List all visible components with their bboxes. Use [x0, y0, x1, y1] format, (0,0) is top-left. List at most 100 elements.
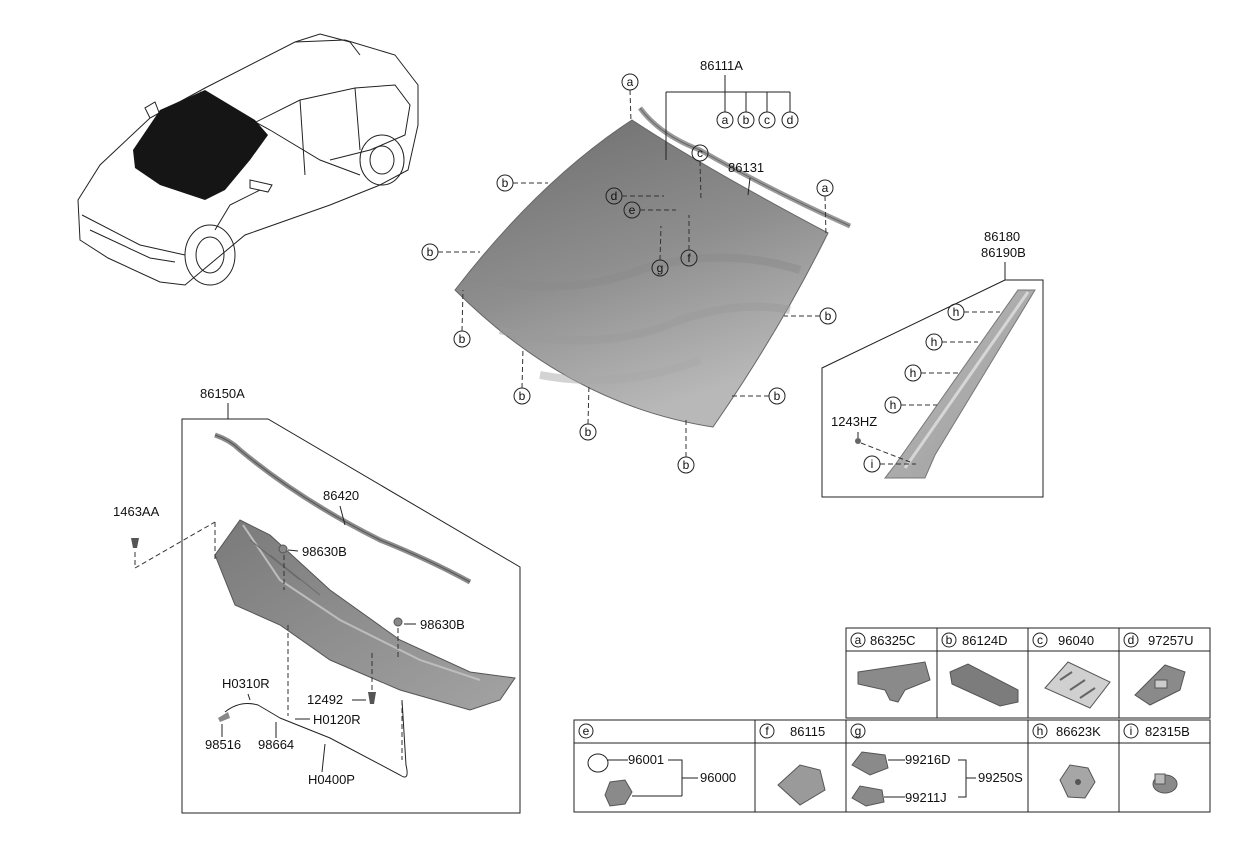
cap-icon	[393, 617, 403, 627]
cap-icon	[278, 544, 288, 554]
label-98516: 98516	[205, 737, 241, 752]
svg-text:b: b	[502, 176, 509, 190]
label-98664: 98664	[258, 737, 294, 752]
callout-h: h	[904, 364, 922, 382]
svg-text:86623K: 86623K	[1056, 724, 1101, 739]
label-86111a: 86111A	[700, 58, 743, 73]
svg-text:b: b	[585, 425, 592, 439]
svg-text:b: b	[459, 332, 466, 346]
label-1243hz: 1243HZ	[831, 414, 877, 429]
svg-text:d: d	[787, 113, 794, 127]
label-86420: 86420	[323, 488, 359, 503]
callout-b: b	[768, 387, 786, 405]
callout-c: c	[758, 111, 776, 129]
svg-text:a: a	[722, 113, 729, 127]
label-86190b: 86190B	[981, 245, 1026, 260]
label-86150a: 86150A	[200, 386, 245, 401]
callout-h: h	[947, 303, 965, 321]
svg-text:86124D: 86124D	[962, 633, 1008, 648]
part-99216d-image	[851, 751, 889, 776]
svg-text:c: c	[1037, 633, 1043, 647]
svg-text:g: g	[855, 724, 862, 738]
callout-b: b	[513, 387, 531, 405]
label-h0120r: H0120R	[313, 712, 361, 727]
svg-text:e: e	[629, 203, 636, 217]
svg-text:82315B: 82315B	[1145, 724, 1190, 739]
cowl-panel-group: 86150A 86420 1463AA 98630B 98630B 12492 …	[113, 386, 521, 814]
legend-table: a 86325C b 86124D c 96040 d 97257U e	[573, 627, 1211, 813]
legend-cell-c: c 96040	[1032, 632, 1111, 709]
svg-text:97257U: 97257U	[1148, 633, 1194, 648]
part-96000-image	[604, 779, 633, 807]
ring-icon	[587, 753, 609, 773]
part-86325c-image	[857, 661, 931, 703]
callout-b: b	[737, 111, 755, 129]
legend-cell-i: i 82315B	[1123, 723, 1190, 794]
callout-h: h	[884, 396, 902, 414]
svg-text:b: b	[519, 389, 526, 403]
legend-cell-h: h 86623K	[1032, 723, 1101, 799]
label-h0400p: H0400P	[308, 772, 355, 787]
svg-text:a: a	[822, 181, 829, 195]
legend-cell-e: e 96001 96000	[578, 723, 736, 807]
callout-a: a	[816, 179, 834, 197]
callout-b: b	[579, 423, 597, 441]
pillar-trim[interactable]	[883, 289, 1036, 479]
vehicle-illustration	[77, 33, 419, 286]
svg-text:c: c	[697, 146, 703, 160]
svg-text:f: f	[687, 251, 691, 265]
label-h0310r: H0310R	[222, 676, 270, 691]
legend-cell-b: b 86124D	[941, 632, 1019, 707]
svg-text:g: g	[657, 261, 664, 275]
legend-cell-g: g 99216D 99211J 99250S	[850, 723, 1023, 807]
callout-i: i	[863, 455, 881, 473]
screw-icon	[855, 438, 861, 444]
callout-a: a	[716, 111, 734, 129]
label-1463aa: 1463AA	[113, 504, 160, 519]
label-98630b-lower: 98630B	[420, 617, 465, 632]
svg-text:d: d	[611, 189, 618, 203]
svg-text:h: h	[1037, 724, 1044, 738]
svg-text:i: i	[1130, 724, 1133, 738]
callout-h: h	[925, 333, 943, 351]
svg-text:a: a	[627, 75, 634, 89]
svg-text:96000: 96000	[700, 770, 736, 785]
legend-cell-d: d 97257U	[1123, 632, 1194, 706]
callout-b: b	[819, 307, 837, 325]
svg-text:i: i	[871, 457, 874, 471]
callout-b: b	[677, 456, 695, 474]
svg-text:h: h	[910, 366, 917, 380]
part-99211j-image	[851, 785, 885, 807]
svg-text:a: a	[855, 633, 862, 647]
svg-text:b: b	[825, 309, 832, 323]
svg-text:96040: 96040	[1058, 633, 1094, 648]
svg-text:99250S: 99250S	[978, 770, 1023, 785]
windshield-group: 86111A a b c d 86131 a a c b d e b g f b…	[421, 58, 852, 474]
callout-d: d	[781, 111, 799, 129]
svg-text:86325C: 86325C	[870, 633, 916, 648]
svg-text:86115: 86115	[790, 724, 825, 739]
svg-text:96001: 96001	[628, 752, 664, 767]
svg-text:b: b	[946, 633, 953, 647]
svg-text:b: b	[683, 458, 690, 472]
clip-icon	[368, 692, 376, 704]
callout-b: b	[496, 174, 514, 192]
cowl-panel[interactable]	[214, 519, 516, 711]
part-86115-image	[777, 764, 826, 806]
legend-cell-f: f 86115	[759, 723, 826, 806]
svg-text:d: d	[1128, 633, 1135, 647]
label-98630b-upper: 98630B	[302, 544, 347, 559]
legend-cell-a: a 86325C	[850, 632, 931, 703]
callout-b: b	[453, 330, 471, 348]
svg-text:f: f	[765, 724, 769, 738]
nozzle-icon	[218, 712, 230, 722]
fastener-icon	[131, 538, 139, 548]
svg-text:99216D: 99216D	[905, 752, 951, 767]
svg-text:h: h	[890, 398, 897, 412]
svg-text:b: b	[427, 245, 434, 259]
svg-text:c: c	[764, 113, 770, 127]
svg-text:99211J: 99211J	[905, 790, 947, 805]
svg-text:b: b	[774, 389, 781, 403]
svg-text:e: e	[583, 724, 590, 738]
